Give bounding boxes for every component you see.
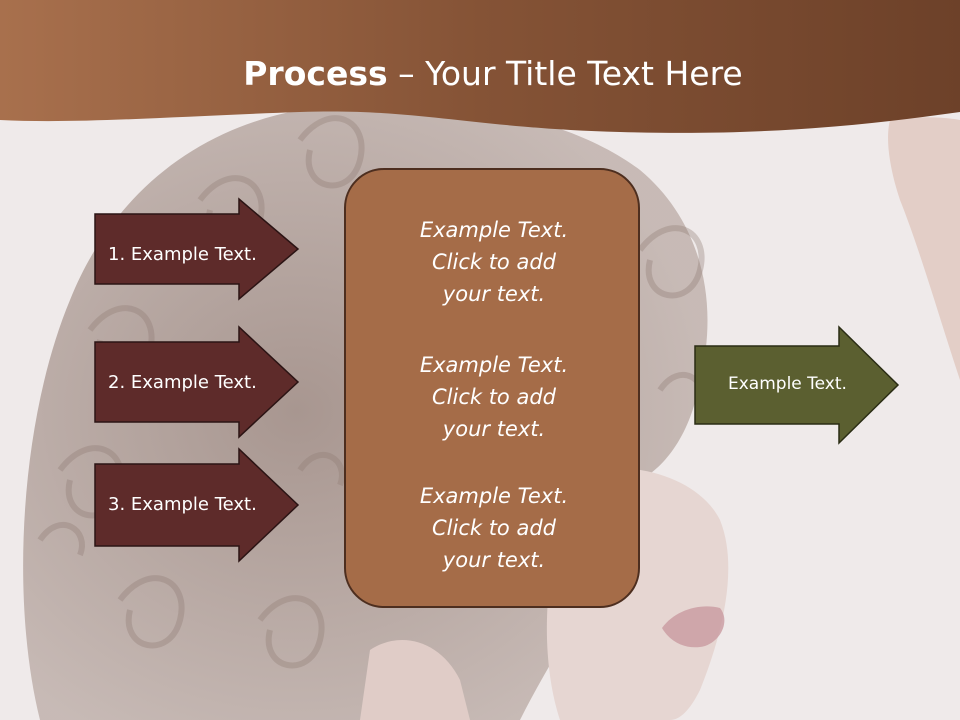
left-arrow-3-label: 3. Example Text.	[108, 494, 257, 515]
right-arrow[interactable]: Example Text.	[694, 325, 900, 445]
center-paragraph-1-line-3: your text.	[442, 282, 546, 306]
left-arrow-1[interactable]: 1. Example Text.	[94, 197, 300, 301]
center-paragraph-1-line-1: Example Text.	[419, 218, 569, 242]
center-paragraph-2: Example Text. Click to add your text.	[346, 349, 642, 445]
right-arrow-label: Example Text.	[728, 374, 847, 394]
left-arrow-1-label: 1. Example Text.	[108, 244, 257, 265]
title-bold-text: Process	[243, 54, 388, 93]
center-paragraph-2-line-2: Click to add	[431, 385, 556, 409]
center-paragraph-1-line-2: Click to add	[431, 250, 556, 274]
left-arrow-2-shape	[94, 325, 300, 439]
center-paragraph-3: Example Text. Click to add your text.	[346, 480, 642, 576]
center-paragraph-1: Example Text. Click to add your text.	[346, 214, 642, 310]
title-rest-text: – Your Title Text Here	[387, 54, 743, 93]
left-arrow-3-shape	[94, 447, 300, 563]
center-text-box[interactable]: Example Text. Click to add your text. Ex…	[344, 168, 640, 608]
left-arrow-2[interactable]: 2. Example Text.	[94, 325, 300, 439]
center-paragraph-2-line-1: Example Text.	[419, 353, 569, 377]
left-arrow-1-shape	[94, 197, 300, 301]
left-arrow-3[interactable]: 3. Example Text.	[94, 447, 300, 563]
center-paragraph-3-line-2: Click to add	[431, 516, 556, 540]
center-paragraph-2-line-3: your text.	[442, 417, 546, 441]
center-paragraph-3-line-3: your text.	[442, 548, 546, 572]
left-arrow-2-label: 2. Example Text.	[108, 372, 257, 393]
right-arrow-shape	[694, 325, 900, 445]
slide-title[interactable]: Process – Your Title Text Here	[0, 52, 960, 96]
center-paragraph-3-line-1: Example Text.	[419, 484, 569, 508]
